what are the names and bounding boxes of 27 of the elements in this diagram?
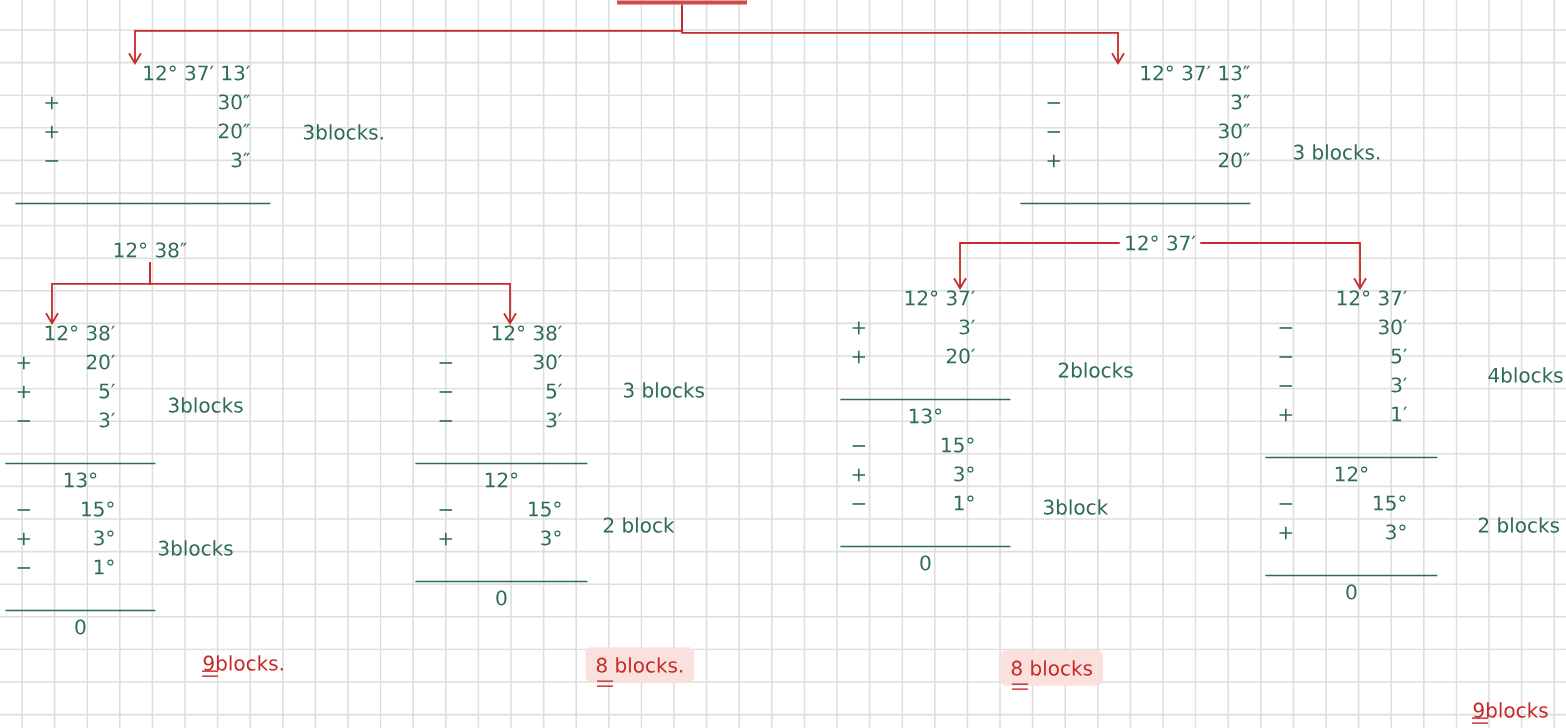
block-count-note: 3blocks bbox=[158, 540, 233, 556]
arrow bbox=[1199, 242, 1367, 290]
block-count-note: 2 block bbox=[603, 517, 675, 533]
total-note: 8 blocks. bbox=[585, 647, 695, 687]
arrow bbox=[149, 261, 517, 325]
block-count-note: 3blocks bbox=[168, 397, 243, 413]
total-note: 8 blocks bbox=[1000, 650, 1103, 690]
block-count-note: 4blocks bbox=[1488, 367, 1563, 383]
result-text: 12° 37′ bbox=[1126, 235, 1196, 251]
block-count-note: 3 blocks bbox=[623, 382, 704, 398]
total-note: 9blocks bbox=[1471, 702, 1548, 724]
result-text: 12° 38″ bbox=[114, 242, 187, 258]
root-bar bbox=[617, 0, 747, 5]
calculation-column: 12° 37′ 13″ − 3″ − 30″ + 20″ bbox=[1019, 65, 1252, 205]
arrow bbox=[681, 3, 1125, 65]
block-count-note: 3blocks. bbox=[303, 124, 383, 140]
arrow bbox=[953, 242, 1121, 290]
total-note: 9blocks. bbox=[201, 655, 283, 677]
calculation-column: 12° 37′ − 30′ − 5′ − 3′ + 1′ 12° − 15° + 3° 0 bbox=[1264, 290, 1439, 600]
block-count-note: 2 blocks bbox=[1478, 517, 1559, 533]
calculation-column: 12° 38′ − 30′ − 5′ − 3′ 12° − 15° + 3° 0 bbox=[414, 325, 589, 606]
calculation-column: 12° 37′ 13′ + 30″ + 20″ − 3″ bbox=[14, 65, 272, 205]
block-count-note: 3 blocks. bbox=[1293, 144, 1380, 160]
block-count-note: 2blocks bbox=[1058, 362, 1133, 378]
calculation-column: 12° 38′ + 20′ + 5′ − 3′ 13° − 15° + 3° − 1° 0 bbox=[4, 325, 157, 635]
block-count-note: 3block bbox=[1043, 499, 1109, 515]
calculation-column: 12° 37′ + 3′ + 20′ 13° − 15° + 3° − 1° 0 bbox=[839, 290, 1012, 571]
